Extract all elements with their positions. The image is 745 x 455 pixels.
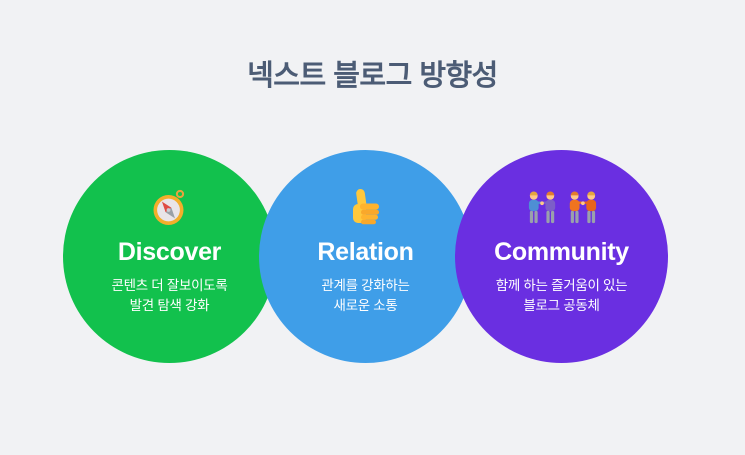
circle-description-line2: 블로그 공동체 [523, 298, 600, 313]
circle-description: 콘텐츠 더 잘보이도록 발견 탐색 강화 [112, 276, 228, 316]
circle-description-line2: 발견 탐색 강화 [129, 298, 210, 313]
compass-icon [149, 187, 190, 228]
circle-description: 관계를 강화하는 새로운 소통 [321, 276, 410, 316]
circle-description-line1: 함께 하는 즐거움이 있는 [495, 278, 628, 293]
circle-description-line1: 콘텐츠 더 잘보이도록 [111, 278, 228, 293]
circle-description-line2: 새로운 소통 [333, 298, 398, 313]
circle-title: Discover [117, 238, 222, 266]
people-holding-hands-icon [525, 187, 599, 228]
page-title: 넥스트 블로그 방향성 [247, 60, 498, 92]
relation-circle: Relation 관계를 강화하는 새로운 소통 [259, 150, 472, 363]
community-circle: Community 함께 하는 즐거움이 있는 블로그 공동체 [455, 150, 668, 363]
thumbs-up-icon [347, 187, 384, 228]
discover-circle: Discover 콘텐츠 더 잘보이도록 발견 탐색 강화 [63, 150, 276, 363]
circle-description: 함께 하는 즐거움이 있는 블로그 공동체 [496, 276, 628, 316]
circle-title: Relation [317, 238, 414, 266]
circle-description-line1: 관계를 강화하는 [321, 278, 410, 293]
circle-title: Community [494, 238, 629, 266]
